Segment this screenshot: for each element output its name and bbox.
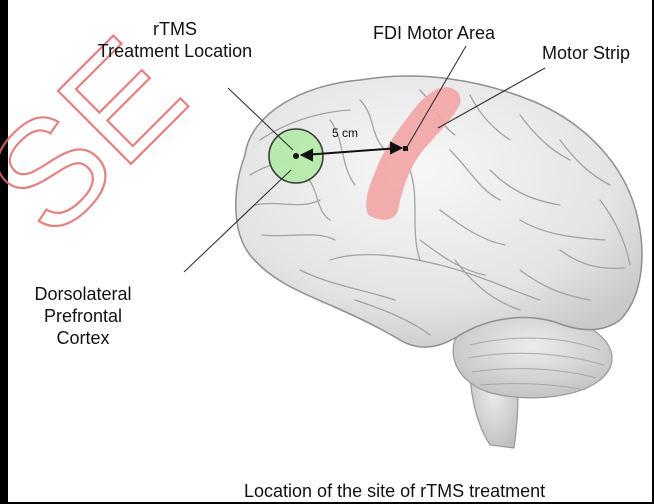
rtms-label-line1: rTMS — [80, 18, 270, 40]
fdi-label: FDI Motor Area — [373, 22, 495, 44]
dlpfc-label-line1: Dorsolateral — [10, 283, 156, 305]
dlpfc-label-line2: Prefrontal — [10, 305, 156, 327]
dlpfc-label: Dorsolateral Prefrontal Cortex — [10, 283, 156, 349]
rtms-label: rTMS Treatment Location — [80, 18, 270, 62]
rtms-label-line2: Treatment Location — [80, 40, 270, 62]
dlpfc-label-line3: Cortex — [10, 327, 156, 349]
distance-label: 5 cm — [332, 126, 358, 140]
caption: Location of the site of rTMS treatment — [244, 480, 545, 502]
motor-strip-label: Motor Strip — [542, 42, 630, 64]
treatment-center-dot — [293, 153, 299, 159]
